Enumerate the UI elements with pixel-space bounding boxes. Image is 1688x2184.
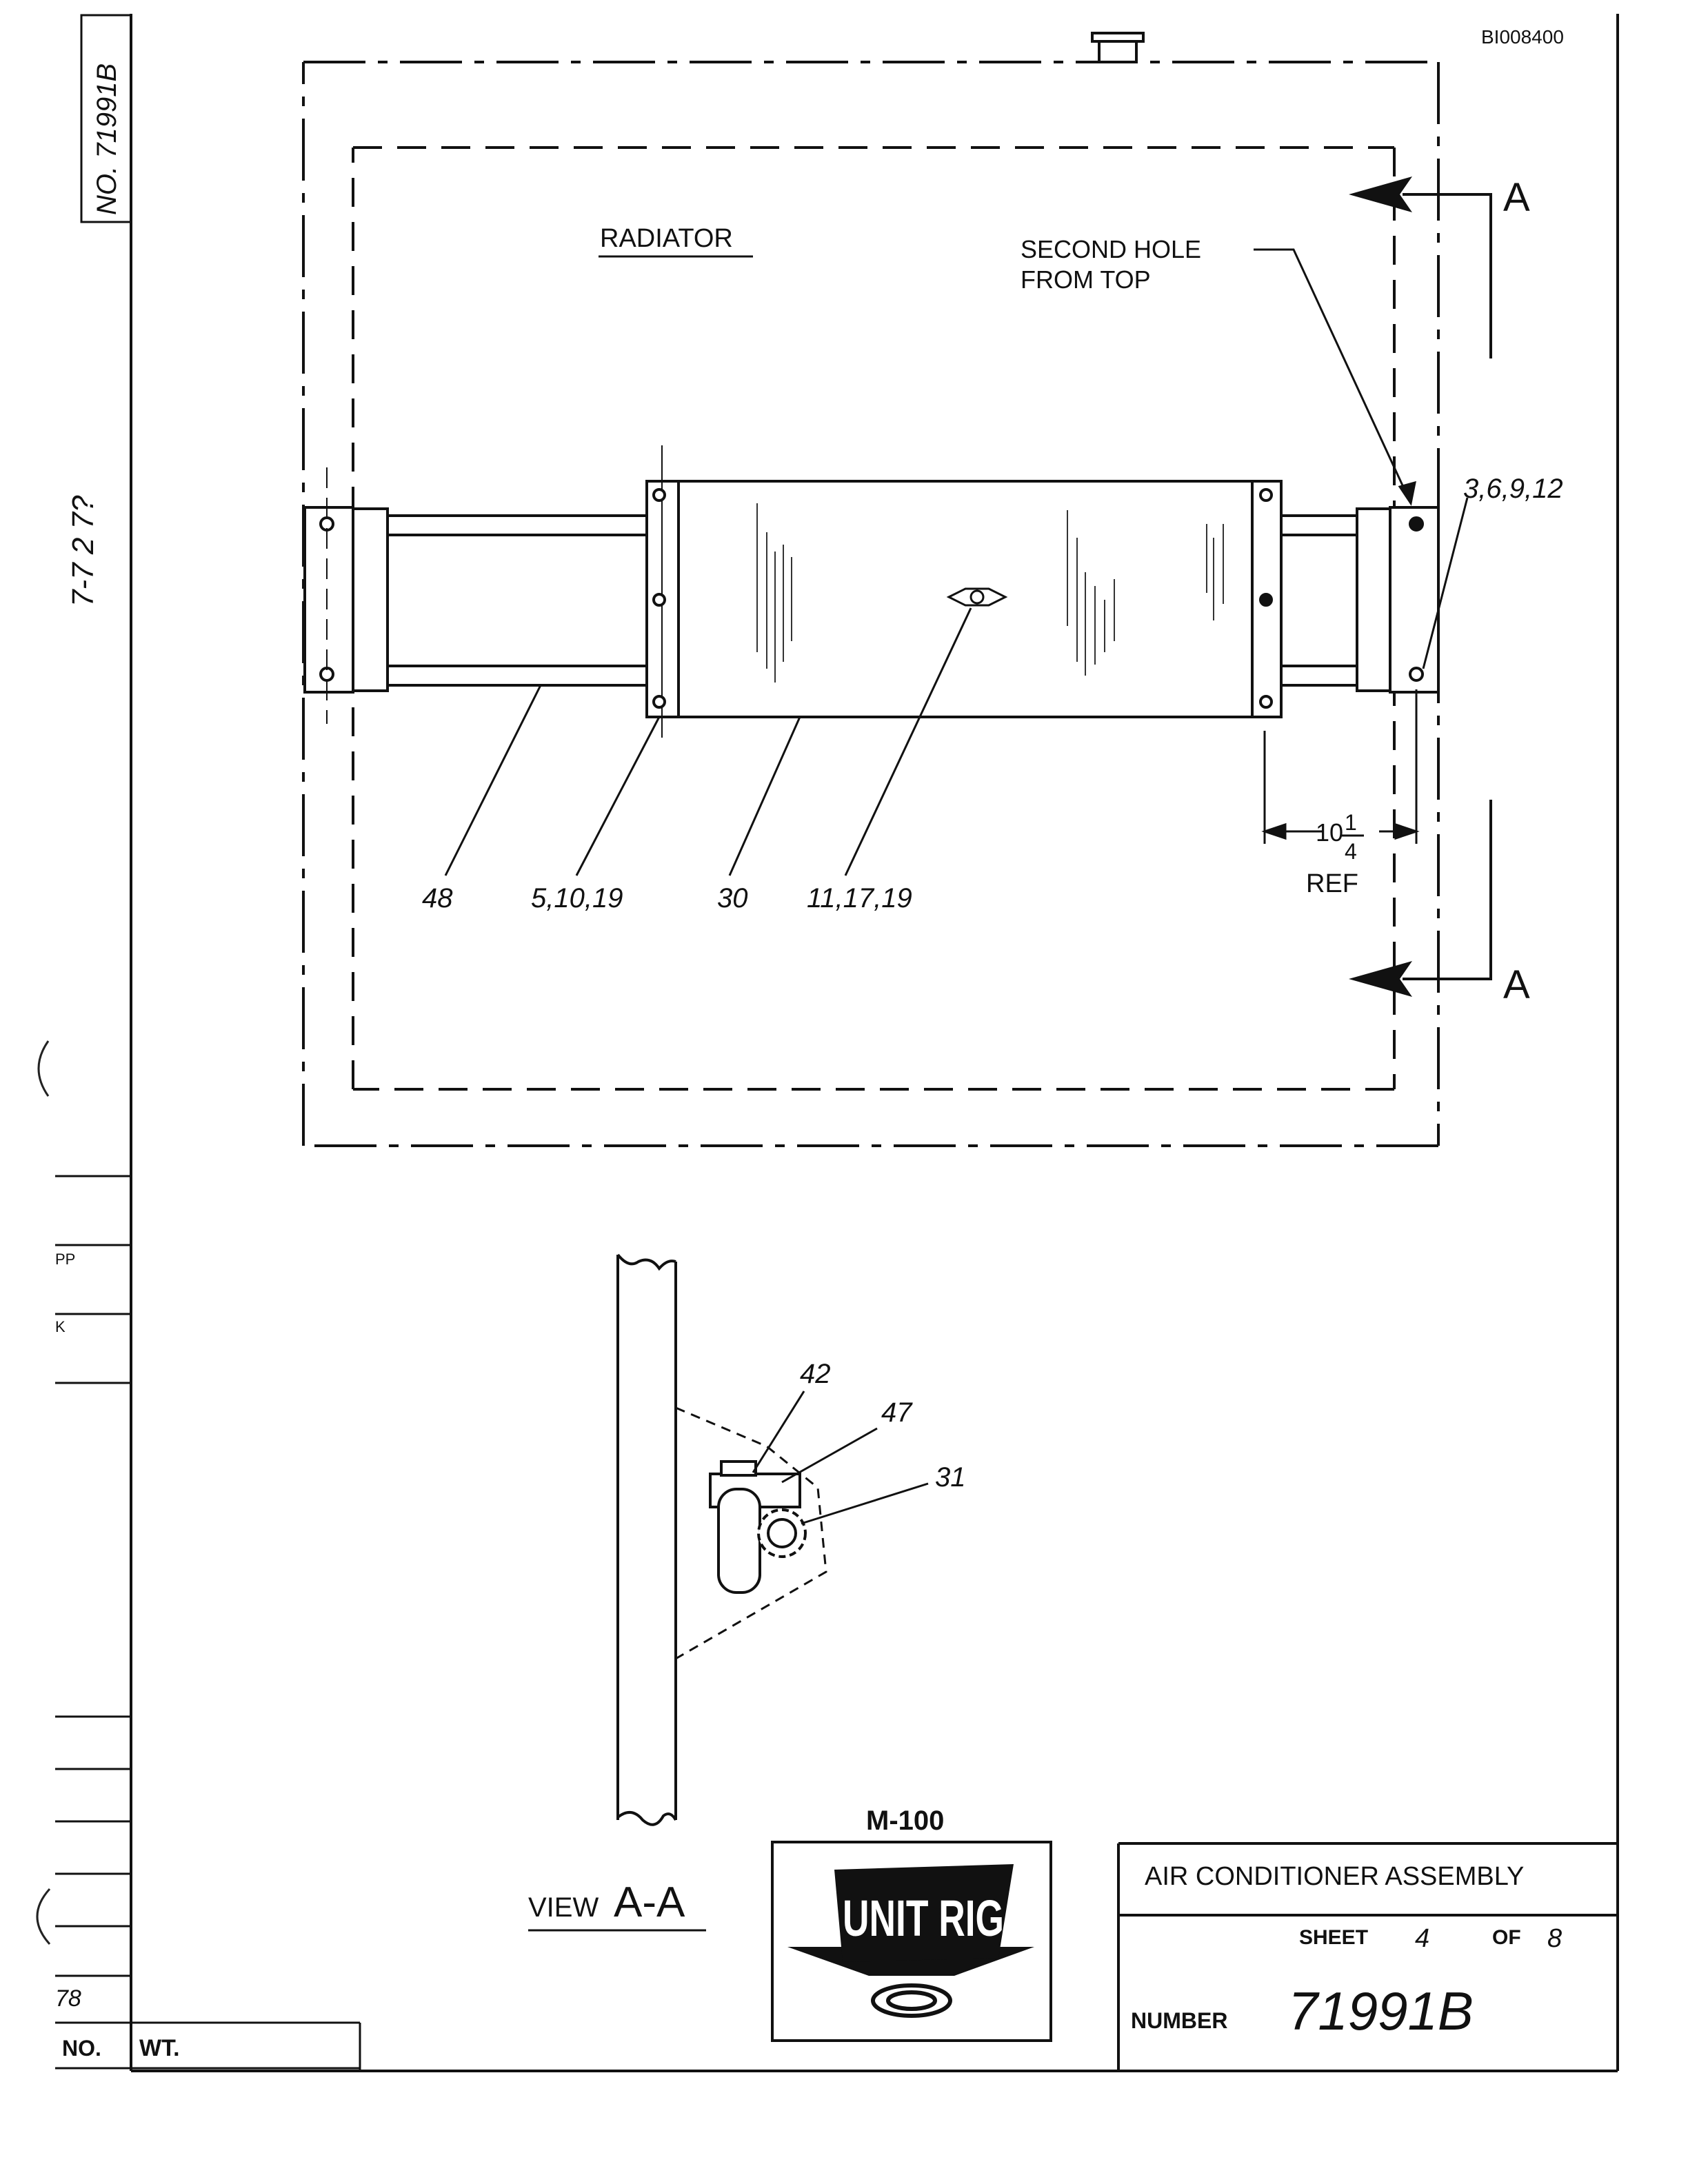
hole-punch-mark-upper (37, 1040, 50, 1097)
side-drawing-number: NO. 71991B (92, 63, 122, 215)
main-view-title: RADIATOR (600, 224, 733, 253)
section-view-title-prefix: VIEW (528, 1892, 599, 1923)
right-frame-rails (1280, 506, 1440, 694)
title-block: AIR CONDITIONER ASSEMBLY SHEET 4 OF 8 NU… (1117, 1842, 1618, 2071)
title-block-sheet-total: 8 (1547, 1924, 1562, 1953)
section-bracket-outline (675, 1406, 827, 1660)
main-view: RADIATOR SECOND HOLE FROM TOP (302, 32, 1563, 1147)
ref-dimension-denominator: 4 (1345, 839, 1357, 864)
logo-banner-shape (834, 1864, 1014, 1962)
ref-dimension-whole: 10 (1316, 818, 1343, 847)
filler-cap (1091, 32, 1145, 63)
section-frame-member (616, 1253, 677, 1826)
section-view: 42 47 31 VIEW A-A (528, 1253, 966, 1932)
callout-47: 47 (881, 1397, 913, 1428)
callout-30: 30 (717, 883, 748, 913)
inner-dashed-outline (352, 146, 1396, 1091)
hole-note-leader (1254, 248, 1416, 506)
title-block-sheet-label: SHEET (1299, 1926, 1368, 1949)
logo-brand-text: UNIT RIG (843, 1890, 1004, 1947)
hole-punch-mark-lower (36, 1888, 51, 1945)
title-block-title: AIR CONDITIONER ASSEMBLY (1145, 1862, 1524, 1891)
drawing-ref: BI008400 (1481, 26, 1564, 48)
callout-42: 42 (800, 1359, 831, 1389)
ref-dimension (1261, 689, 1420, 844)
right-core-mount-plate (1251, 480, 1283, 718)
side-label-pp: PP (55, 1251, 75, 1268)
section-mount-assembly (709, 1460, 807, 1594)
radiator-drain-wingnut (946, 587, 1008, 607)
section-cut-line (1349, 176, 1492, 997)
side-label-78: 78 (55, 1985, 81, 2012)
left-frame-rails (303, 467, 648, 724)
title-block-sheet-number: 4 (1415, 1924, 1429, 1953)
title-block-number-label: NUMBER (1131, 2008, 1227, 2033)
title-block-number-value: 71991B (1288, 1981, 1474, 2041)
side-label-weight: WT. (139, 2035, 180, 2061)
ref-dimension-numerator: 1 (1345, 810, 1357, 835)
section-marker-top: A (1503, 175, 1530, 220)
callout-3-6-9-12: 3,6,9,12 (1463, 474, 1563, 504)
radiator-core (666, 480, 1254, 718)
unit-rig-logo: M-100 UNIT RIG (771, 1806, 1052, 2042)
sheet-frame (130, 14, 1619, 2072)
section-view-title: A-A (614, 1879, 685, 1926)
section-marker-bottom: A (1503, 962, 1530, 1007)
side-label-k: K (55, 1318, 66, 1335)
callout-48: 48 (422, 883, 453, 913)
radiator-core-hatch (756, 503, 1224, 682)
hole-note-line1: SECOND HOLE (1021, 235, 1201, 263)
title-block-of-label: OF (1492, 1926, 1521, 1949)
side-handwritten-note: 7-7 2 7? (66, 495, 100, 607)
logo-model-label: M-100 (866, 1806, 944, 1836)
logo-target-rings (871, 1983, 952, 2018)
hole-note-line2: FROM TOP (1021, 265, 1151, 294)
section-callout-leaders (752, 1391, 929, 1525)
main-callout-leaders (444, 497, 1469, 876)
callout-11-17-19: 11,17,19 (807, 883, 912, 913)
callout-31: 31 (935, 1462, 966, 1493)
side-strip: NO. 71991B 7-7 2 7? PP K 78 NO. WT. (36, 14, 361, 2071)
callout-5-10-19: 5,10,19 (531, 883, 623, 913)
side-label-part-no: NO. (62, 2036, 101, 2061)
left-core-mount-plate (645, 445, 680, 738)
ref-dimension-ref: REF (1306, 869, 1358, 898)
